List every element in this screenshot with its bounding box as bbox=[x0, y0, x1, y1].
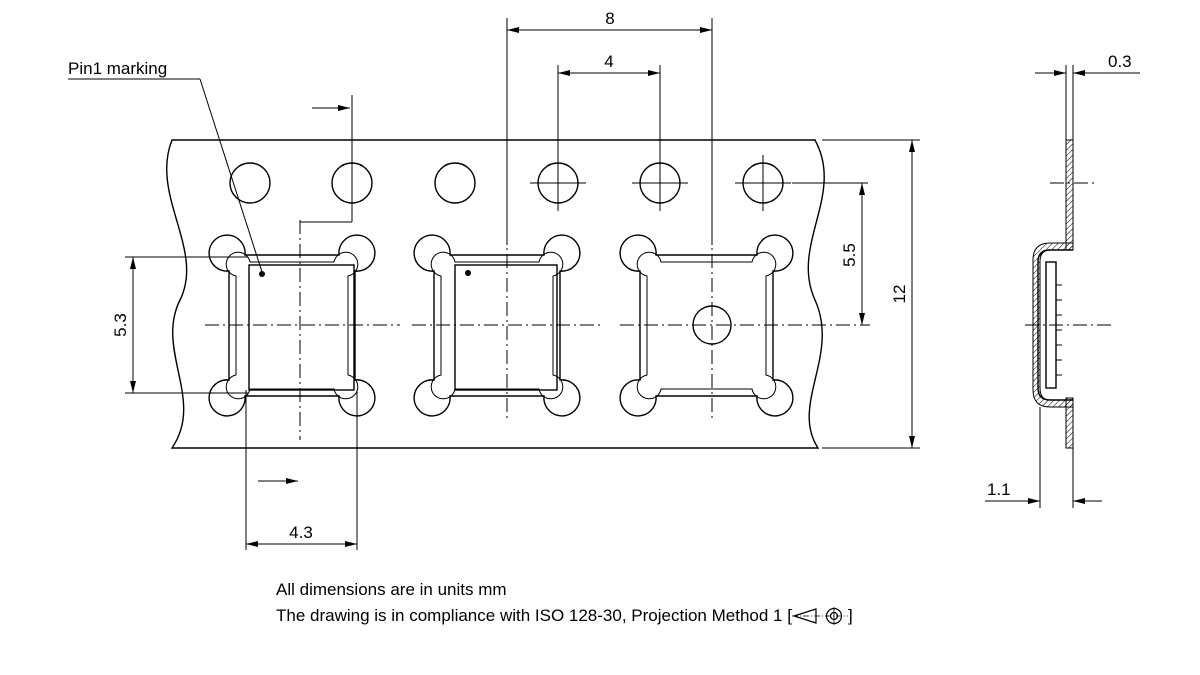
dim-label-4-3: 4.3 bbox=[289, 523, 313, 542]
pin1-offset-marker bbox=[258, 95, 353, 484]
pin1-marking-label: Pin1 marking bbox=[68, 59, 167, 78]
dim-label-4: 4 bbox=[604, 52, 613, 71]
dim-label-5-5: 5.5 bbox=[840, 243, 859, 267]
dim-label-8: 8 bbox=[605, 9, 614, 28]
units-note: All dimensions are in units mm bbox=[276, 580, 507, 599]
dimension-4: 4 bbox=[557, 52, 661, 160]
dimension-1-1: 1.1 bbox=[985, 407, 1102, 508]
dim-label-12: 12 bbox=[890, 285, 909, 304]
centerlines bbox=[205, 220, 870, 440]
component-2 bbox=[454, 264, 558, 391]
dim-label-5-3: 5.3 bbox=[111, 313, 130, 337]
pin1-dot bbox=[259, 271, 265, 277]
dim-label-1-1: 1.1 bbox=[987, 480, 1011, 499]
dimension-5-5: 5.5 bbox=[792, 182, 868, 325]
dimension-12: 12 bbox=[822, 139, 920, 449]
component-leads bbox=[1056, 284, 1062, 376]
dim-label-0-3: 0.3 bbox=[1108, 52, 1132, 71]
first-angle-projection-icon bbox=[791, 607, 848, 630]
sprocket-holes bbox=[229, 155, 791, 211]
component-1 bbox=[248, 264, 355, 391]
compliance-note-text: The drawing is in compliance with ISO 12… bbox=[276, 606, 792, 625]
pin1-leader: Pin1 marking bbox=[68, 59, 263, 273]
pocket-2 bbox=[413, 234, 581, 417]
pin1-dot bbox=[465, 270, 471, 276]
compliance-note: The drawing is in compliance with ISO 12… bbox=[276, 606, 853, 630]
dimension-4-3: 4.3 bbox=[245, 390, 358, 550]
tape-outline bbox=[166, 139, 825, 449]
compliance-note-close: ] bbox=[847, 606, 853, 625]
dimension-8: 8 bbox=[506, 9, 713, 245]
side-view bbox=[1025, 139, 1115, 449]
dimension-0-3: 0.3 bbox=[1035, 52, 1140, 140]
dimension-5-3: 5.3 bbox=[111, 256, 248, 394]
